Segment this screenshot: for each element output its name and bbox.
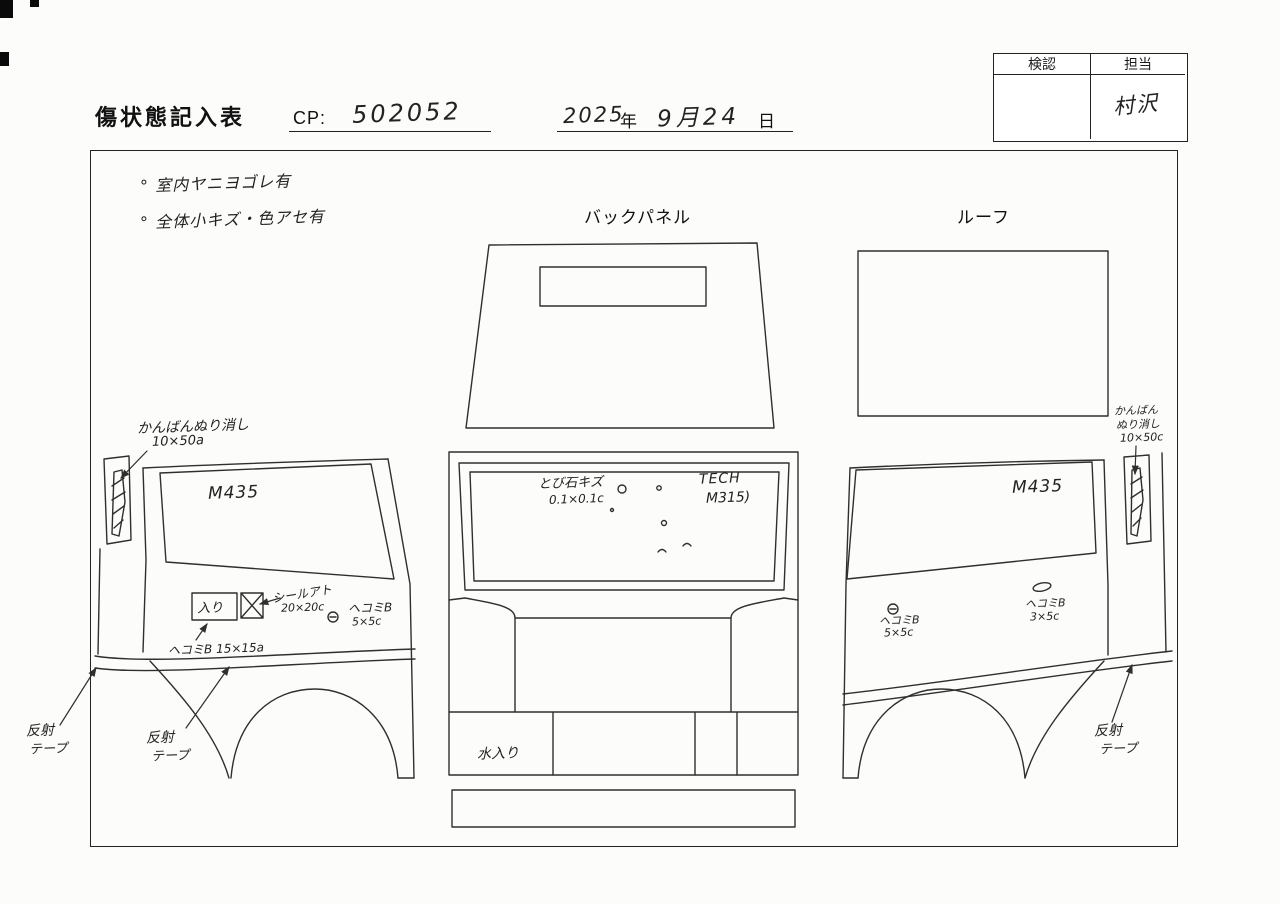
left-tape2-line2: テープ [150,748,190,765]
check-signature-cell [994,75,1091,139]
scan-artifact [0,0,13,18]
left-molding-line-1 [94,648,416,660]
right-fender-curve [1024,660,1105,779]
approval-table-header: 検認 担当 [994,54,1187,75]
tech-note-line2: M315) [705,489,751,507]
left-pillar-erased-area [111,469,126,537]
bp-shoulder-left [448,597,516,619]
left-door-right-edge [387,458,415,779]
right-wheel-arch [857,688,1026,779]
right-dent1-line2: 5×5c [883,625,914,640]
left-box-text: 入り [196,600,224,617]
left-dent-mark [327,611,339,623]
roof-sketch [857,250,1109,417]
right-model-code: M435 [1011,476,1064,498]
label-back-panel: バックパネル [584,208,692,227]
approval-table-body: 村沢 [994,75,1187,139]
left-tape1-line2: テープ [28,741,68,758]
scan-artifact [0,52,9,66]
right-tape-line2: テープ [1098,741,1138,758]
bp-center-panel [514,617,732,713]
right-dent-mark-2 [1032,581,1052,593]
left-seal-mark-square [240,592,264,619]
right-pillar-hatch [1130,476,1144,527]
page-title: 傷状態記入表 [95,105,246,130]
main-frame [90,150,1178,847]
roof-rect [857,250,1109,417]
bp-body-outline [448,451,799,776]
left-fender-curve [149,660,230,779]
scan-artifact [30,0,39,7]
right-window [846,461,1097,580]
label-roof: ルーフ [957,208,1010,227]
tech-note-line1: TECH [698,470,741,488]
stone-chip-note-line2: 0.1×0.1c [548,491,605,507]
right-molding-line-2 [842,660,1173,706]
right-rear-edge [1161,452,1167,653]
right-kanban-note-line3: 10×50c [1119,430,1164,445]
left-sticker-box [191,592,238,621]
left-kanban-note-line2: 10×50a [151,433,205,450]
left-molding-line-2 [94,658,416,672]
annotation-arrows [59,445,1139,729]
bp-window-inner [469,471,780,582]
left-dent-small-line2: 5×5c [351,614,382,629]
left-pillar-strip [103,455,132,545]
cp-label: CP: [293,108,327,128]
left-window [159,463,395,580]
right-pillar-strip [1123,454,1152,545]
stone-chip-note-line1: とび石キズ [537,474,604,493]
bp-window-outer [458,462,790,591]
bp-lower-band [448,711,799,776]
bp-bumper [451,789,796,828]
approval-table: 検認 担当 村沢 [993,53,1188,142]
bp-roof-trapezoid [465,242,775,429]
stone-chip-marks [609,484,692,553]
left-dent-large-note: ヘコミB 15×15a [167,640,265,658]
date-year-unit: 年 [620,112,637,131]
left-pillar-hatch [111,477,126,529]
left-door-top [142,458,389,469]
water-ingress-note: 水入り [476,745,520,763]
right-dent-mark-1 [887,603,899,615]
bp-shoulder-right [730,597,799,619]
check-header-cell: 検認 [994,54,1091,75]
charge-header-cell: 担当 [1091,54,1185,75]
right-door-sketch [842,452,1173,779]
left-model-code: M435 [207,482,260,504]
cp-underline [289,131,491,132]
back-panel-sketch [448,242,799,828]
right-door-top [849,459,1105,469]
left-seal-note-line2: 20×20c [280,600,325,615]
bp-roof-inner-rect [539,266,707,307]
left-wheel-arch [230,688,399,779]
left-door-left-edge [142,467,147,653]
left-front-edge [97,548,101,655]
right-molding-line-1 [842,650,1173,695]
right-door-left-edge [842,467,851,779]
date-underline [557,131,793,132]
right-dent2-line2: 3×5c [1029,609,1060,624]
left-door-sketch [94,455,416,779]
right-door-right-edge [1103,459,1109,656]
date-day-unit: 日 [758,112,775,131]
